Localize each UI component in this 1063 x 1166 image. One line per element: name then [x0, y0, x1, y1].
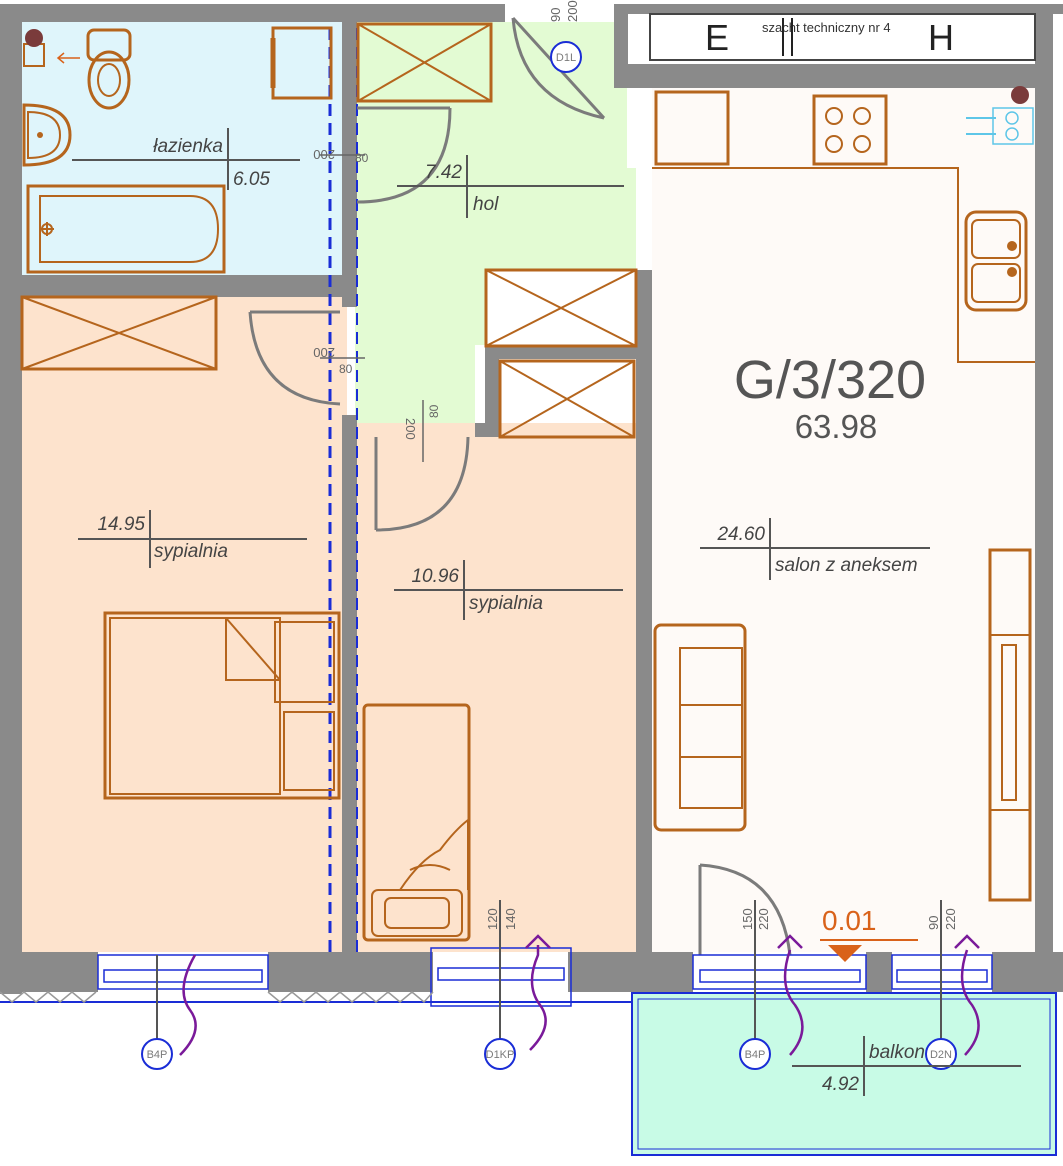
tag-salon-right: D2N	[925, 1038, 957, 1070]
toilet-icon	[86, 28, 132, 110]
arrow-window-salon-left	[777, 934, 804, 1056]
level-mark: 0.01	[820, 905, 918, 962]
svg-text:D1KP: D1KP	[486, 1049, 515, 1061]
svg-text:D1L: D1L	[556, 52, 576, 64]
wardrobe-bedroom-left	[20, 295, 218, 371]
dim-bathroom-b: 80	[355, 151, 369, 165]
shaft-label: szacht techniczny nr 4	[762, 20, 891, 35]
dim-win-bedroom2-h: 140	[503, 908, 518, 930]
arrow-window-salon-right	[954, 934, 980, 1056]
tag-entrance: D1L	[550, 41, 582, 73]
label-hall: 7.42 hol	[397, 155, 624, 218]
label-bedroom-middle: 10.96 sypialnia	[394, 560, 623, 620]
facade-line	[0, 991, 632, 1004]
svg-text:7.42: 7.42	[425, 162, 462, 183]
svg-text:14.95: 14.95	[97, 514, 145, 535]
wardrobe-hall-mid	[484, 268, 638, 348]
double-bed-icon	[103, 611, 341, 800]
bathroom-fill	[22, 22, 342, 275]
tag-bedroom-middle: D1KP	[484, 1038, 516, 1070]
living-fill	[652, 88, 1035, 952]
svg-text:0.01: 0.01	[822, 905, 877, 936]
sink-icon	[22, 103, 72, 167]
dim-bedroom2-a: 200	[403, 418, 418, 440]
dim-bedroom1-b: 80	[339, 362, 353, 376]
dim-entrance-h: 200	[565, 0, 580, 22]
door-balcony	[698, 863, 792, 956]
arrow-window-bedroom-left	[179, 954, 197, 1056]
washing-machine-icon	[270, 26, 333, 100]
label-living: 24.60 salon z aneksem	[700, 518, 930, 580]
hall-fill	[355, 22, 636, 423]
dim-bedroom2-b: 80	[427, 404, 441, 418]
tv-unit-icon	[988, 548, 1032, 902]
single-bed-icon	[362, 703, 471, 942]
shaft-letter-h: H	[928, 17, 954, 58]
bedroom-left-fill	[22, 297, 347, 952]
tag-salon-left: B4P	[739, 1038, 771, 1070]
arrow-window-bedroom-middle	[525, 934, 551, 1051]
bedroom-middle-fill	[357, 423, 639, 952]
kitchen-counter	[652, 90, 1035, 363]
balcony-outline	[631, 992, 1057, 1156]
door-bedroom-middle	[374, 436, 470, 532]
svg-text:balkon: balkon	[869, 1042, 925, 1063]
walls	[0, 4, 1063, 994]
dim-win-salonl-h: 220	[756, 908, 771, 930]
unit-code: G/3/320	[734, 350, 926, 410]
shaft-box	[649, 13, 1036, 61]
svg-text:10.96: 10.96	[411, 566, 459, 587]
svg-text:łazienka: łazienka	[153, 136, 223, 157]
svg-text:D2N: D2N	[930, 1049, 952, 1061]
svg-text:hol: hol	[473, 194, 499, 215]
svg-text:sypialnia: sypialnia	[154, 541, 228, 562]
label-bathroom: łazienka 6.05	[72, 128, 300, 190]
tag-bedroom-left: B4P	[141, 1038, 173, 1070]
svg-text:6.05: 6.05	[233, 169, 270, 190]
dim-win-bedroom2-w: 120	[485, 908, 500, 930]
svg-text:sypialnia: sypialnia	[469, 593, 543, 614]
dim-win-salonr-h: 220	[943, 908, 958, 930]
dim-bedroom1-a: 200	[313, 345, 335, 360]
riser-icon	[23, 29, 80, 67]
label-balcony: balkon 4.92	[792, 1036, 1021, 1096]
balcony-fill	[632, 993, 1056, 1155]
shaft-letter-e: E	[705, 17, 729, 58]
kitchen-riser-icon	[966, 86, 1034, 145]
window-salon-left	[692, 954, 867, 990]
svg-text:salon z aneksem: salon z aneksem	[775, 555, 918, 576]
bathtub-icon	[26, 184, 226, 274]
svg-text:24.60: 24.60	[716, 524, 765, 545]
svg-text:B4P: B4P	[745, 1049, 766, 1061]
label-bedroom-left: 14.95 sypialnia	[78, 510, 307, 568]
svg-text:4.92: 4.92	[822, 1074, 859, 1095]
wardrobe-hall-top	[356, 22, 493, 103]
sofa-icon	[653, 623, 747, 832]
door-bathroom	[356, 106, 452, 204]
dim-win-salonl-w: 150	[740, 908, 755, 930]
unit-area: 63.98	[795, 408, 878, 445]
dim-win-salonr-w: 90	[926, 916, 941, 930]
svg-text:B4P: B4P	[147, 1049, 168, 1061]
kitchen-sink-icon	[964, 210, 1028, 312]
wardrobe-bedroom-middle	[498, 359, 636, 439]
dim-entrance-w: 90	[548, 8, 563, 22]
door-bedroom-left	[248, 310, 341, 406]
